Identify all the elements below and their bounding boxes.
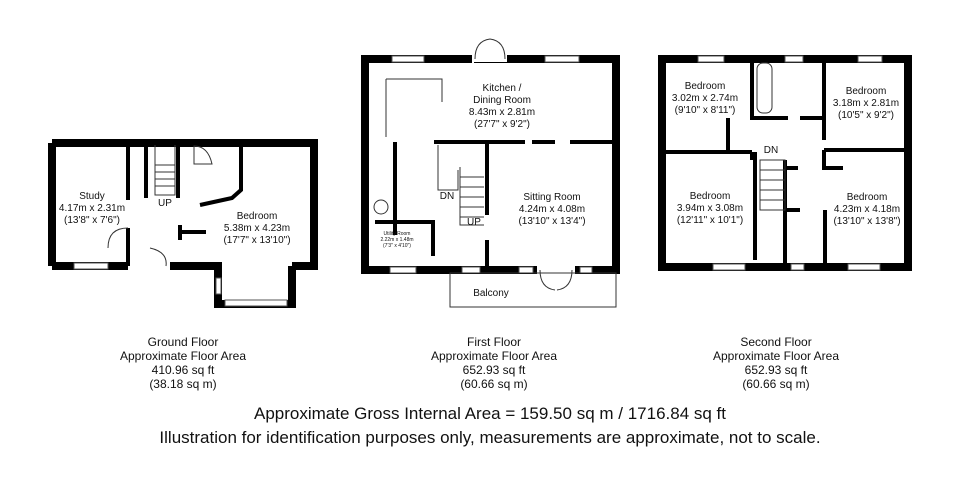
stair-label: DN (440, 191, 454, 202)
room-size-metric: 5.38m x 4.23m (224, 223, 290, 234)
room-size-imperial: (10'5" x 9'2") (838, 110, 894, 121)
room-size-metric: 4.24m x 4.08m (519, 204, 585, 215)
area-sq-ft: 652.93 sq ft (745, 363, 808, 377)
floor-name: Ground Floor (148, 335, 219, 349)
second-floor-caption: Second Floor Approximate Floor Area 652.… (713, 335, 839, 391)
room-name: Bedroom (847, 192, 888, 203)
room-size-metric: 8.43m x 2.81m (469, 107, 535, 118)
floor-name: Second Floor (740, 335, 811, 349)
area-label: Approximate Floor Area (713, 349, 839, 363)
room-name: Bedroom (846, 86, 887, 97)
room-size-metric: 4.17m x 2.31m (59, 203, 125, 214)
room-name: Bedroom (685, 81, 726, 92)
room-size-metric: 3.18m x 2.81m (833, 98, 899, 109)
stair-label: UP (158, 198, 172, 209)
stair-label: DN (764, 145, 778, 156)
second-floor-plan: DN Bedroom 3.02m x 2.74m (9'10" x 8'11")… (658, 55, 912, 271)
room-name: Balcony (473, 288, 509, 299)
disclaimer-text: Illustration for identification purposes… (159, 428, 820, 447)
area-label: Approximate Floor Area (120, 349, 246, 363)
ground-floor-plan: UP Study 4.17m x 2.31m (13'8" x 7'6") Be… (48, 139, 318, 308)
room-name: Study (79, 191, 105, 202)
room-size-metric: 4.23m x 4.18m (834, 204, 900, 215)
gross-area-text: Approximate Gross Internal Area = 159.50… (254, 404, 726, 423)
room-name: Bedroom (237, 211, 278, 222)
room-name: Bedroom (690, 191, 731, 202)
area-sq-m: (38.18 sq m) (149, 377, 216, 391)
room-size-metric: 3.94m x 3.08m (677, 203, 743, 214)
first-floor-caption: First Floor Approximate Floor Area 652.9… (431, 335, 557, 391)
room-size-imperial: (13'10" x 13'4") (518, 216, 585, 227)
room-size-imperial: (27'7" x 9'2") (474, 119, 530, 130)
stair-label: UP (467, 217, 481, 228)
floor-name: First Floor (467, 335, 521, 349)
room-name: Dining Room (473, 95, 531, 106)
room-name: Utility Room (384, 231, 411, 237)
room-size-metric: 2.22m x 1.48m (380, 237, 413, 243)
area-label: Approximate Floor Area (431, 349, 557, 363)
room-size-imperial: (7'3" x 4'10") (383, 243, 411, 249)
room-size-imperial: (17'7" x 13'10") (223, 235, 290, 246)
room-size-imperial: (9'10" x 8'11") (675, 105, 736, 116)
area-sq-m: (60.66 sq m) (460, 377, 527, 391)
ground-floor-caption: Ground Floor Approximate Floor Area 410.… (120, 335, 246, 391)
area-sq-ft: 410.96 sq ft (152, 363, 215, 377)
room-size-imperial: (12'11" x 10'1") (677, 215, 743, 226)
room-name: Kitchen / (483, 83, 522, 94)
room-size-metric: 3.02m x 2.74m (672, 93, 738, 104)
area-sq-m: (60.66 sq m) (742, 377, 809, 391)
area-sq-ft: 652.93 sq ft (463, 363, 526, 377)
room-name: Sitting Room (523, 192, 580, 203)
room-size-imperial: (13'10" x 13'8") (833, 216, 900, 227)
first-floor-plan: DN UP Kitchen / Dining Room 8.43m x 2.81… (361, 38, 620, 308)
room-size-imperial: (13'8" x 7'6") (64, 215, 120, 226)
